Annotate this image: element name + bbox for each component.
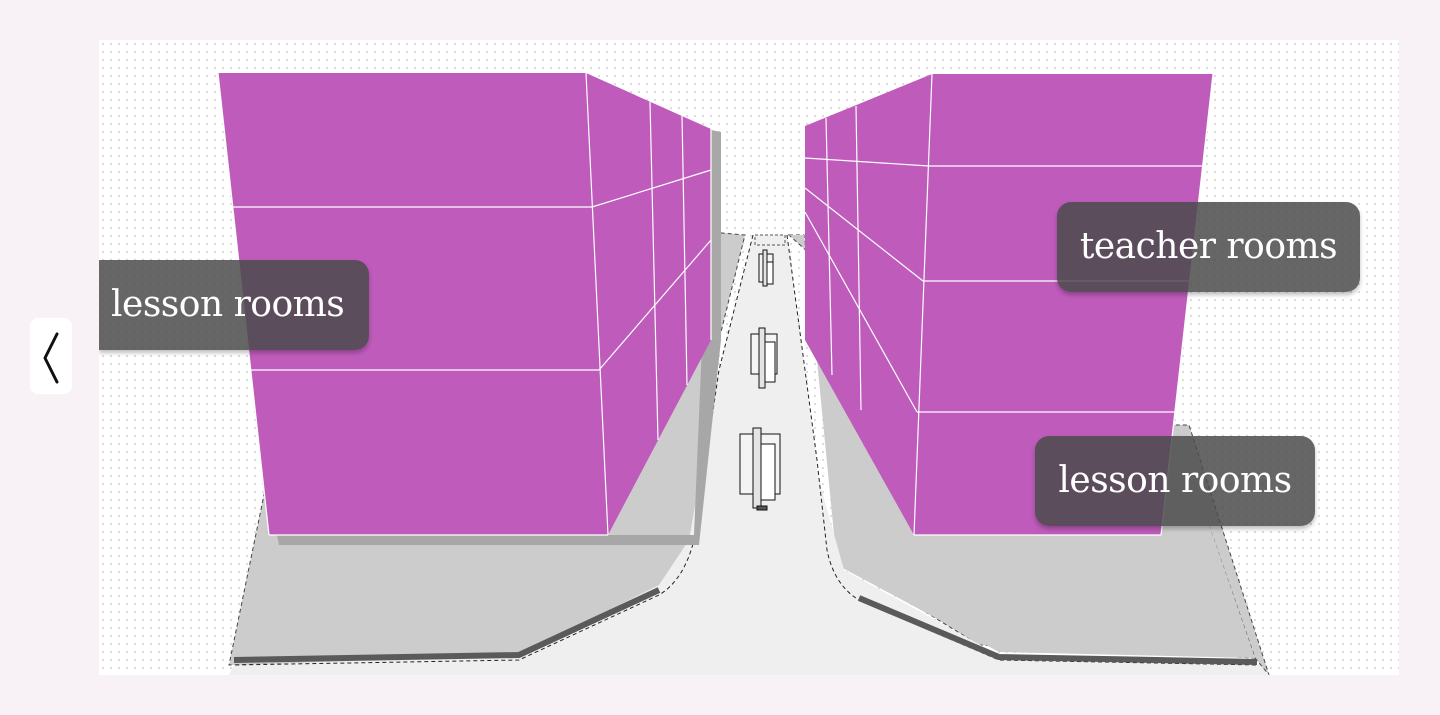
previous-button[interactable] <box>30 318 72 394</box>
right-building-side <box>805 74 932 535</box>
left-building-side <box>586 73 711 535</box>
left-building-front <box>218 73 608 535</box>
bench-near <box>739 427 781 511</box>
corridor-scene <box>217 72 1270 675</box>
bench-far <box>758 249 774 287</box>
bench-middle <box>750 327 778 389</box>
right-building-front <box>914 74 1213 535</box>
lesson-rooms-label-right: lesson rooms <box>1035 436 1315 526</box>
teacher-rooms-label: teacher rooms <box>1057 202 1360 292</box>
chevron-left-icon <box>43 332 59 384</box>
floor-plan-viewport: lesson rooms teacher rooms lesson rooms <box>99 40 1399 675</box>
lesson-rooms-label-left: lesson rooms <box>99 260 369 350</box>
